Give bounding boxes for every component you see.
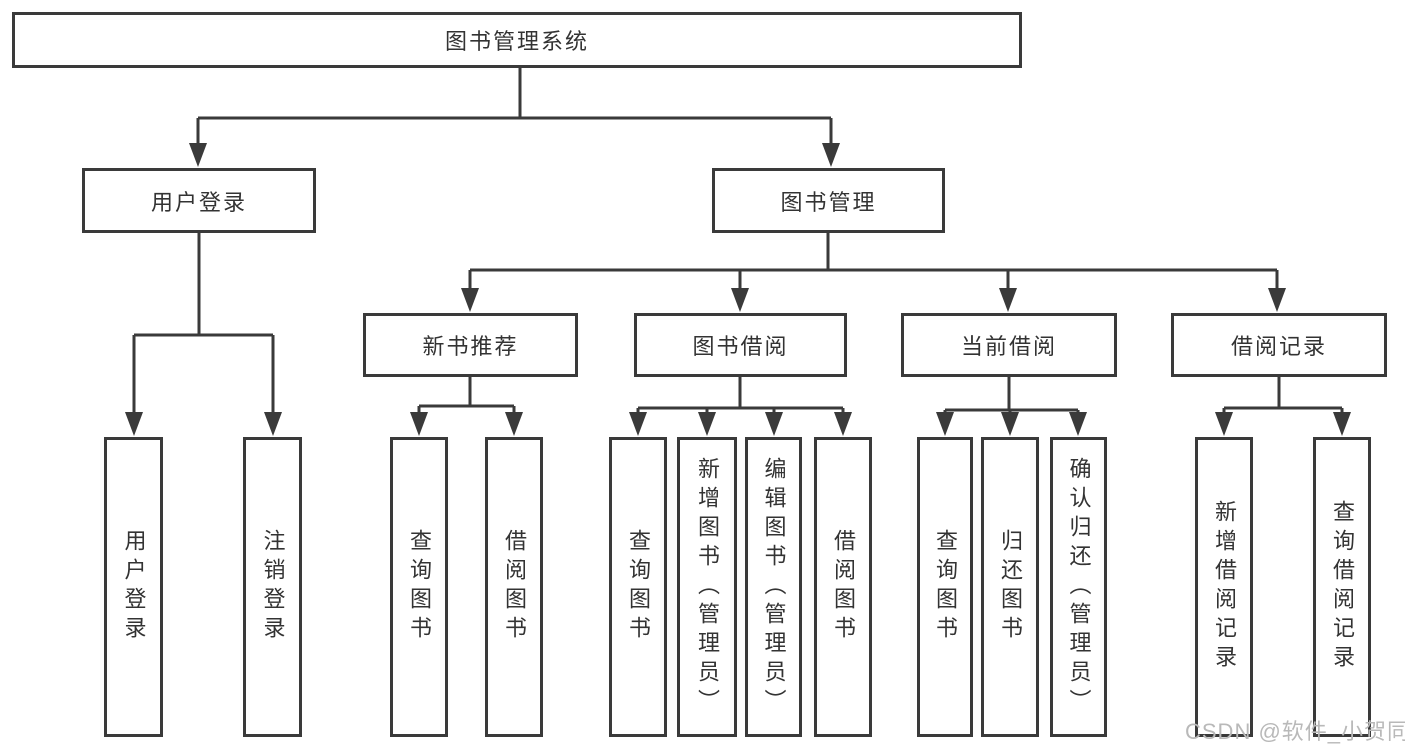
node-book-management-label: 图书管理 (780, 189, 877, 215)
leaf-borrow-add-books-admin-label: 新增图书（管理员） (695, 456, 720, 718)
leaf-records-query-record-label: 查询借阅记录 (1330, 500, 1355, 674)
leaf-current-query-books-label: 查询图书 (933, 529, 958, 645)
connector-management-to-level2 (468, 233, 1279, 290)
node-book-management: 图书管理 (712, 168, 945, 233)
leaf-logout-label: 注销登录 (260, 529, 286, 645)
node-borrow-records-label: 借阅记录 (1230, 334, 1327, 359)
node-root-system: 图书管理系统 (12, 12, 1022, 68)
leaf-logout: 注销登录 (243, 437, 302, 737)
leaf-current-query-books: 查询图书 (917, 437, 973, 737)
node-book-borrow-label: 图书借阅 (692, 334, 789, 359)
leaf-current-return-books: 归还图书 (981, 437, 1039, 737)
node-book-borrow: 图书借阅 (634, 313, 847, 377)
node-current-borrow-label: 当前借阅 (960, 334, 1057, 359)
leaf-records-query-record: 查询借阅记录 (1313, 437, 1371, 737)
leaf-recommend-borrow-books-label: 借阅图书 (502, 529, 527, 645)
leaf-current-confirm-return-admin: 确认归还（管理员） (1050, 437, 1107, 737)
leaf-borrow-borrow-books-label: 借阅图书 (831, 529, 856, 645)
connector-current-to-leaves (943, 377, 1080, 414)
leaf-records-add-record: 新增借阅记录 (1195, 437, 1253, 737)
leaf-borrow-edit-books-admin: 编辑图书（管理员） (745, 437, 802, 737)
node-user-login: 用户登录 (82, 168, 316, 233)
leaf-borrow-query-books-label: 查询图书 (626, 529, 651, 645)
leaf-borrow-add-books-admin: 新增图书（管理员） (677, 437, 737, 737)
connector-root-to-level1 (196, 68, 833, 145)
leaf-recommend-query-books: 查询图书 (390, 437, 448, 737)
leaf-borrow-edit-books-admin-label: 编辑图书（管理员） (761, 456, 787, 718)
leaf-user-login-label: 用户登录 (121, 529, 147, 645)
arrowheads (125, 143, 1351, 436)
leaf-current-confirm-return-admin-label: 确认归还（管理员） (1066, 456, 1092, 718)
connector-login-to-leaves (132, 233, 275, 414)
leaf-current-return-books-label: 归还图书 (998, 529, 1023, 645)
connector-records-to-leaves (1222, 377, 1344, 414)
node-borrow-records: 借阅记录 (1171, 313, 1387, 377)
leaf-borrow-borrow-books: 借阅图书 (814, 437, 872, 737)
node-new-book-recommend-label: 新书推荐 (422, 334, 519, 359)
node-user-login-label: 用户登录 (150, 189, 247, 215)
node-current-borrow: 当前借阅 (901, 313, 1117, 377)
leaf-borrow-query-books: 查询图书 (609, 437, 667, 737)
connector-borrow-to-leaves (636, 377, 845, 414)
connector-recommend-to-leaves (417, 377, 516, 414)
leaf-records-add-record-label: 新增借阅记录 (1212, 500, 1237, 674)
leaf-user-login: 用户登录 (104, 437, 163, 737)
csdn-watermark: CSDN @软件_小贺同学 (1185, 719, 1405, 744)
node-root-label: 图书管理系统 (444, 29, 589, 54)
leaf-recommend-query-books-label: 查询图书 (407, 529, 432, 645)
leaf-recommend-borrow-books: 借阅图书 (485, 437, 543, 737)
node-new-book-recommend: 新书推荐 (363, 313, 578, 377)
